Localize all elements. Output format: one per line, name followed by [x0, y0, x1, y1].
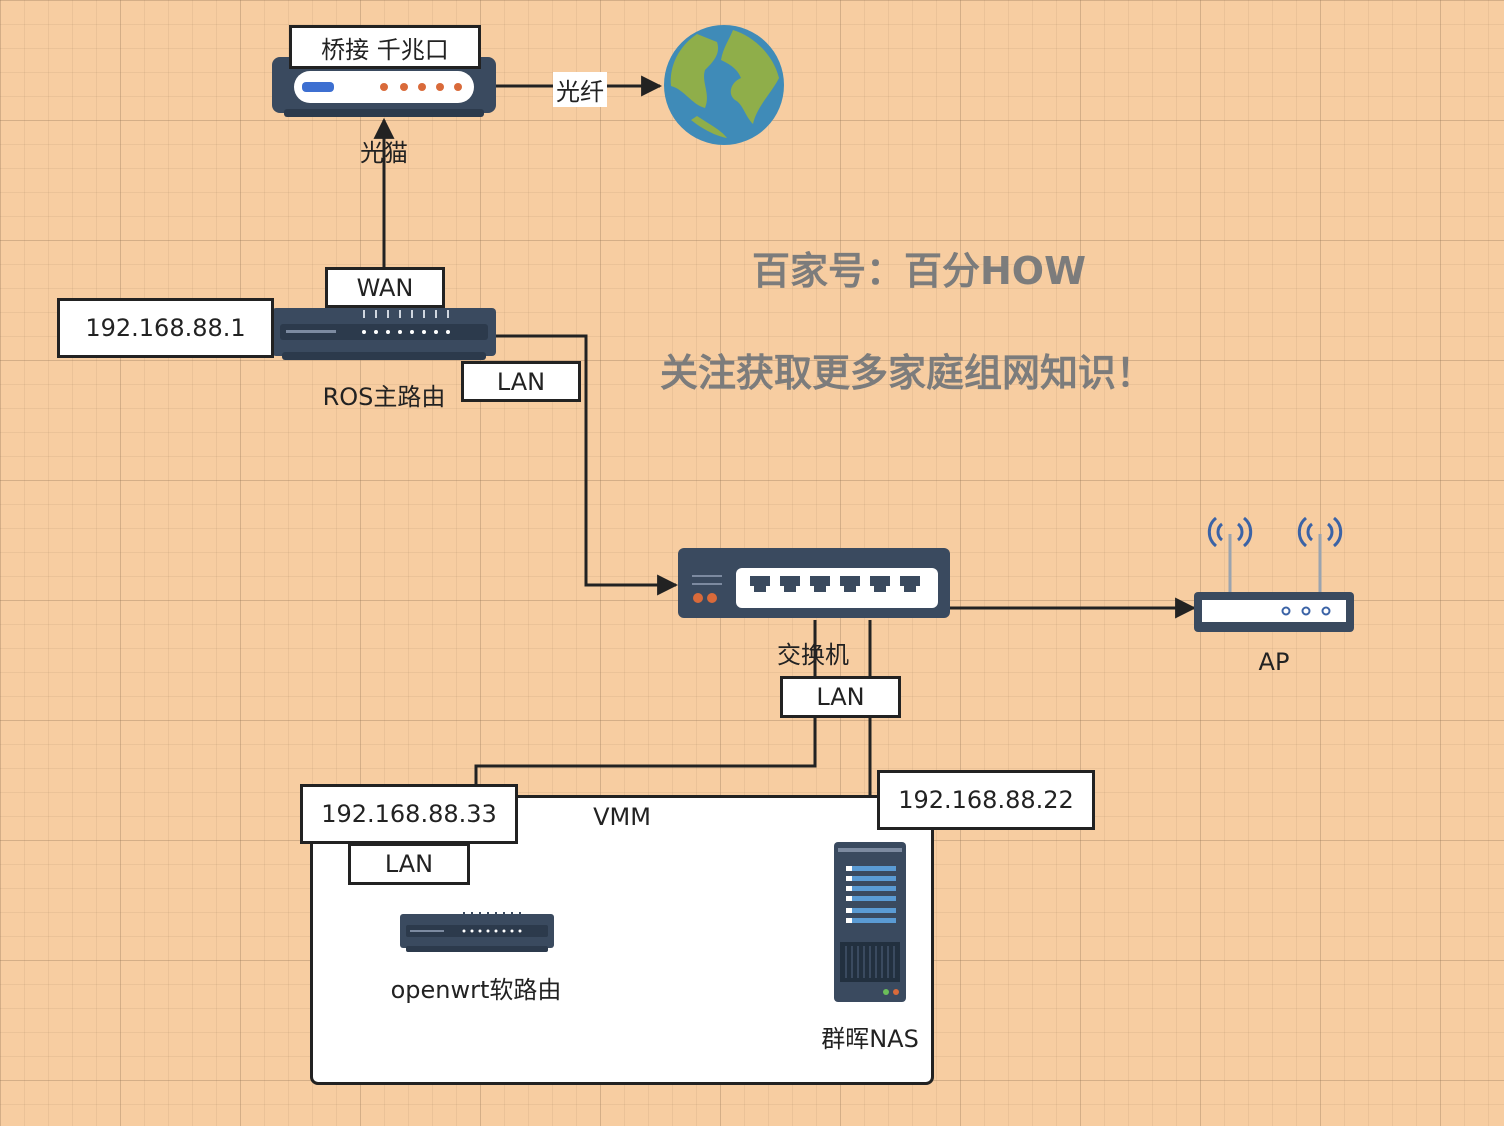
note-line-1: 百家号：百分HOW — [752, 249, 1087, 293]
nas-server-icon — [834, 842, 906, 1002]
openwrt-router-icon — [400, 912, 554, 952]
router-switch-line — [495, 334, 679, 596]
note-line-2: 关注获取更多家庭组网知识！ — [660, 351, 1155, 395]
router-lan-box: LAN — [461, 361, 581, 402]
openwrt-label: openwrt软路由 — [390, 976, 562, 1004]
openwrt-lan-box: LAN — [348, 843, 470, 885]
router-label: ROS主路由 — [322, 383, 446, 411]
ros-router-icon — [272, 308, 496, 360]
switch-label: 交换机 — [777, 641, 849, 669]
earth-icon — [664, 25, 784, 145]
nas-ip-box: 192.168.88.22 — [877, 770, 1095, 830]
router-ip-box: 192.168.88.1 — [57, 298, 274, 358]
wan-box: WAN — [325, 267, 445, 308]
vmm-label: VMM — [593, 803, 651, 831]
bridge-port-box: 桥接 千兆口 — [289, 25, 481, 69]
switch-lan-box: LAN — [780, 676, 901, 718]
modem-icon — [272, 57, 496, 117]
ap-icon — [1194, 516, 1354, 632]
openwrt-ip-box: 192.168.88.33 — [300, 784, 518, 844]
nas-label: 群晖NAS — [821, 1025, 919, 1053]
modem-label: 光猫 — [360, 139, 408, 167]
fiber-label: 光纤 — [553, 72, 607, 107]
ap-label: AP — [1258, 648, 1290, 676]
switch-icon — [678, 548, 950, 618]
